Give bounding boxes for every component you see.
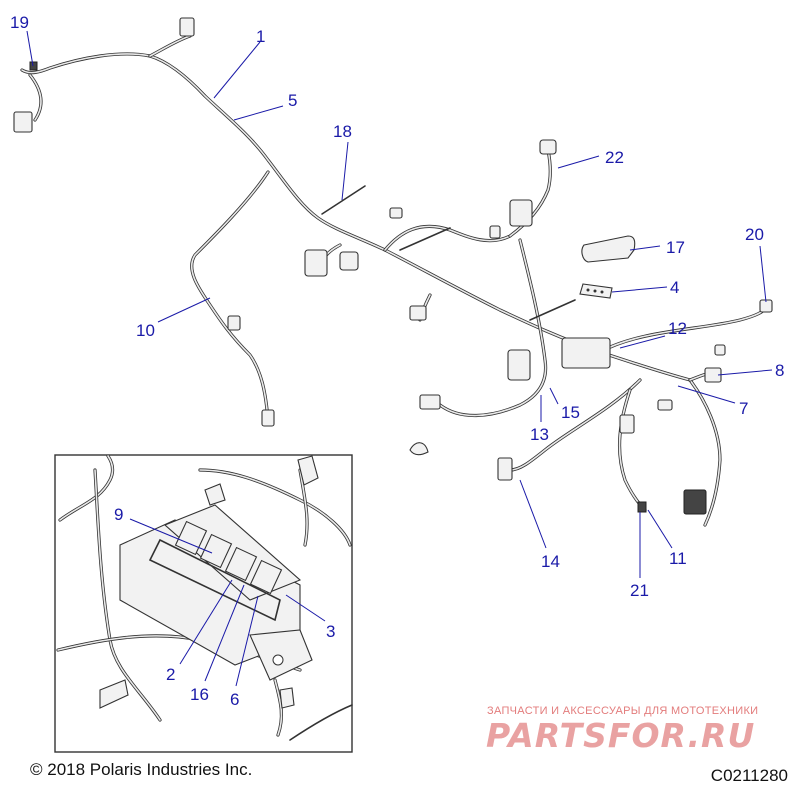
main-harness (20, 34, 770, 527)
cable-ties (321, 185, 576, 321)
callout-11: 11 (669, 549, 687, 568)
callout-16: 16 (190, 685, 209, 704)
callout-21: 21 (630, 581, 649, 600)
callout-5: 5 (288, 91, 297, 110)
copyright-text: © 2018 Polaris Industries Inc. (30, 760, 253, 779)
callout-7: 7 (739, 399, 748, 418)
callout-6: 6 (230, 690, 239, 709)
callout-numbers: 1 2 3 4 5 6 7 8 9 10 11 12 13 14 15 16 1… (10, 13, 784, 709)
callout-8: 8 (775, 361, 784, 380)
callout-1: 1 (256, 27, 265, 46)
fuse-cover (581, 235, 636, 263)
callout-22: 22 (605, 148, 624, 167)
callout-4: 4 (670, 278, 679, 297)
callout-3: 3 (326, 622, 335, 641)
callout-17: 17 (666, 238, 685, 257)
callout-14: 14 (541, 552, 560, 571)
callout-2: 2 (166, 665, 175, 684)
callout-15: 15 (561, 403, 580, 422)
callout-9: 9 (114, 505, 123, 524)
fuse-strip (579, 283, 613, 299)
callout-10: 10 (136, 321, 155, 340)
connectors (13, 17, 773, 515)
detail-inset (54, 454, 353, 753)
watermark-tagline: ЗАПЧАСТИ И АКСЕССУАРЫ ДЛЯ МОТОТЕХНИКИ (487, 705, 759, 717)
diagram-code: C0211280 (710, 766, 788, 785)
leader-lines (26, 30, 773, 687)
callout-12: 12 (668, 319, 687, 338)
callout-18: 18 (333, 122, 352, 141)
callout-13: 13 (530, 425, 549, 444)
callout-19: 19 (10, 13, 29, 32)
watermark-brand: PARTSFOR.RU (486, 716, 756, 755)
callout-20: 20 (745, 225, 764, 244)
